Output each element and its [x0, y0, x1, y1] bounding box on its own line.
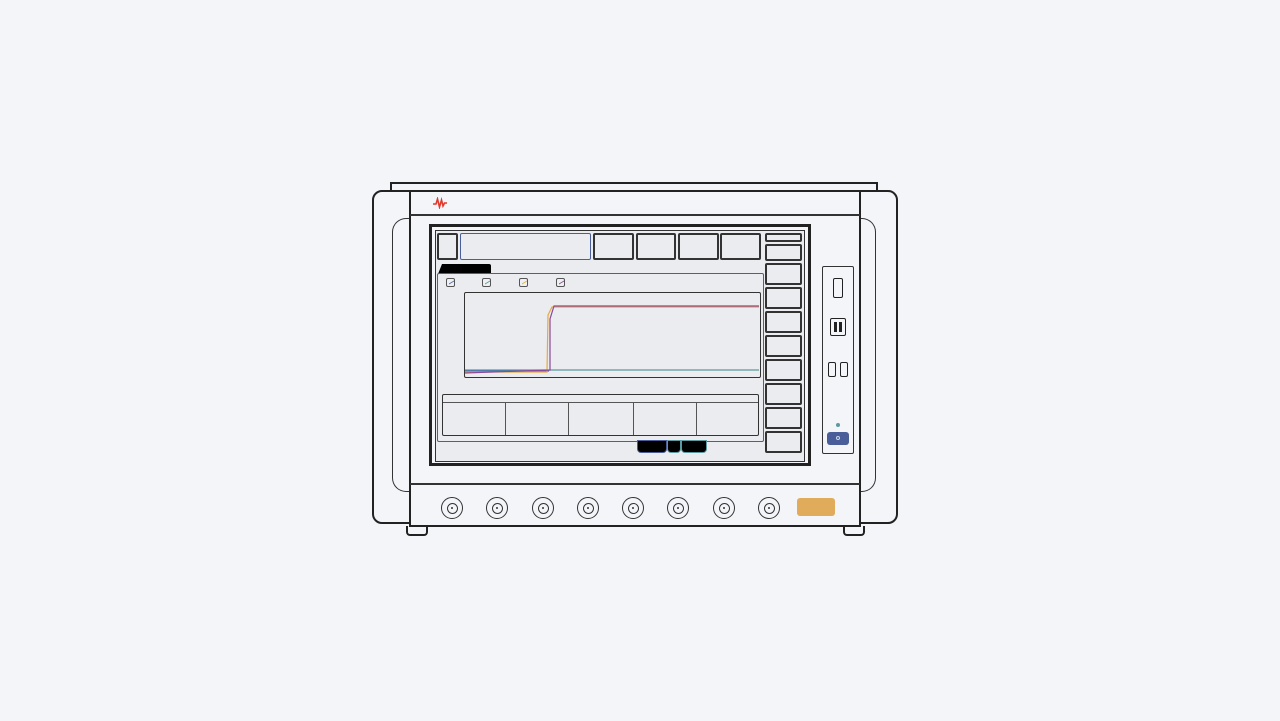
channel-2-checkbox[interactable] [482, 278, 491, 287]
title-field[interactable] [460, 233, 591, 260]
side-button-4[interactable] [765, 311, 802, 333]
input-connector-7[interactable] [713, 497, 735, 519]
power-button[interactable] [827, 432, 849, 445]
table-cell-divider [568, 403, 569, 435]
measurement-table [442, 394, 759, 436]
side-button-5[interactable] [765, 335, 802, 357]
side-button-7[interactable] [765, 383, 802, 405]
status-pill-2[interactable] [668, 441, 680, 452]
channel-1-checkbox[interactable] [446, 278, 455, 287]
input-connector-6[interactable] [667, 497, 689, 519]
left-handle-inner [392, 218, 412, 492]
table-cell-divider [633, 403, 634, 435]
channel-4-checkbox[interactable] [556, 278, 565, 287]
input-connector-4[interactable] [577, 497, 599, 519]
side-button-1[interactable] [765, 244, 802, 261]
usb-port-icon [833, 278, 843, 298]
side-button-2[interactable] [765, 263, 802, 285]
input-connector-2[interactable] [486, 497, 508, 519]
status-pill-1[interactable] [638, 441, 666, 452]
toolbar-button-1[interactable] [593, 233, 634, 260]
waveform-plot [464, 292, 761, 378]
table-cell-divider [505, 403, 506, 435]
input-connector-3[interactable] [532, 497, 554, 519]
port-icon-left [828, 362, 836, 377]
status-led [836, 423, 840, 427]
foot-left [406, 526, 428, 536]
power-icon [836, 436, 840, 440]
input-connector-8[interactable] [758, 497, 780, 519]
trace-ch3 [465, 306, 759, 373]
input-connector-1[interactable] [441, 497, 463, 519]
waveform-logo-icon [433, 197, 447, 209]
waveform-traces [464, 305, 759, 374]
table-cell-divider [696, 403, 697, 435]
top-strip-divider [410, 214, 860, 216]
port-icon-right [840, 362, 848, 377]
menu-button[interactable] [437, 233, 458, 260]
toolbar-button-4[interactable] [720, 233, 761, 260]
status-pill-3[interactable] [682, 441, 706, 452]
toolbar-button-3[interactable] [678, 233, 719, 260]
pause-icon[interactable] [830, 318, 846, 336]
side-button-9[interactable] [765, 431, 802, 453]
side-control-panel [822, 266, 854, 454]
toolbar-button-2[interactable] [636, 233, 676, 260]
trace-ch4 [464, 305, 759, 374]
input-connector-5[interactable] [622, 497, 644, 519]
side-button-8[interactable] [765, 407, 802, 429]
side-button-0[interactable] [765, 233, 802, 242]
aux-port[interactable] [797, 498, 835, 516]
top-rail [390, 182, 878, 192]
foot-right [843, 526, 865, 536]
channel-3-checkbox[interactable] [519, 278, 528, 287]
side-button-3[interactable] [765, 287, 802, 309]
side-button-6[interactable] [765, 359, 802, 381]
active-tab[interactable] [438, 264, 491, 274]
bottom-strip-divider [410, 483, 860, 485]
